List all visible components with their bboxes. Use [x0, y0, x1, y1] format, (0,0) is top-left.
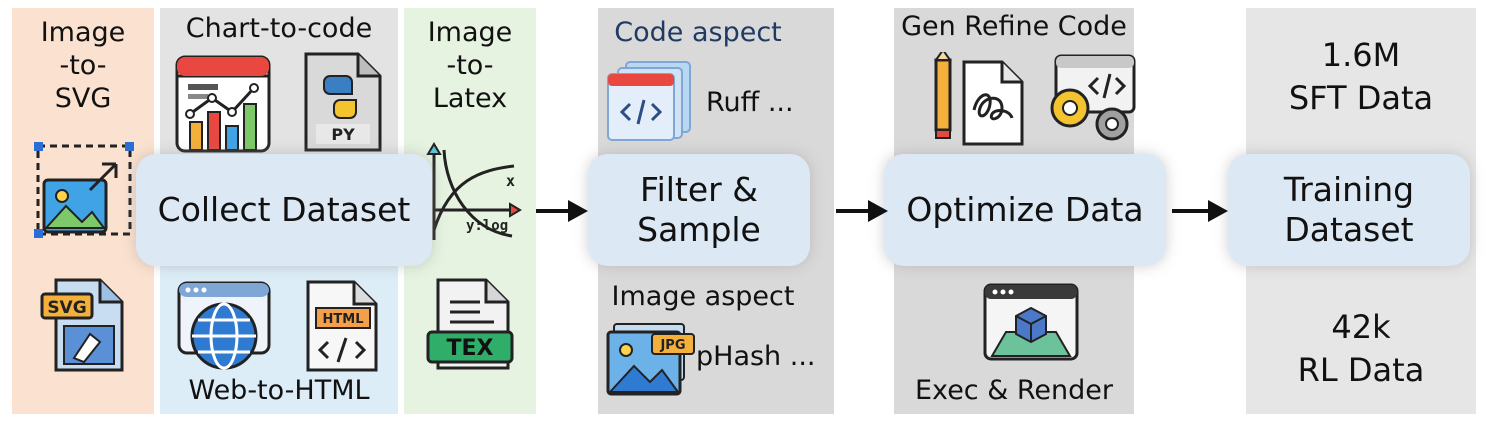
html-file-icon: HTML	[306, 280, 378, 372]
filter-sample-box: Filter & Sample	[588, 154, 810, 266]
image-to-latex-label: Image -to- Latex	[427, 17, 513, 114]
render-cube-icon	[983, 283, 1079, 361]
code-aspect-label: Code aspect	[614, 17, 782, 48]
image-aspect-label: Image aspect	[611, 281, 795, 312]
collect-dataset-box: Collect Dataset	[136, 154, 432, 266]
handwriting-document-icon	[934, 52, 1024, 146]
chart-dashboard-icon	[175, 55, 271, 153]
ruff-label: Ruff ...	[706, 87, 794, 118]
svg-file-icon: SVG	[40, 278, 124, 372]
code-gears-icon	[1050, 54, 1136, 141]
latex-curve-icon: x y:log	[426, 142, 522, 240]
tex-file-icon: TEX	[426, 278, 514, 370]
image-resize-icon	[34, 142, 134, 238]
code-window-icon	[607, 61, 691, 141]
arrow-filter-to-optimize	[836, 200, 888, 222]
arrow-collect-to-filter	[536, 200, 588, 222]
globe-browser-icon	[177, 281, 271, 370]
exec-render-label: Exec & Render	[914, 375, 1113, 406]
tex-badge-text: TEX	[447, 336, 494, 361]
x-axis-text: x	[506, 172, 515, 190]
rl-data-label: 42k RL Data	[1297, 308, 1425, 389]
gen-refine-code-label: Gen Refine Code	[901, 11, 1127, 42]
ylog-text: y:log	[466, 218, 508, 234]
html-badge-text: HTML	[323, 312, 364, 327]
image-to-svg-label: Image -to- SVG	[40, 17, 126, 114]
jpg-image-icon: JPG	[606, 323, 695, 396]
optimize-data-box: Optimize Data	[884, 154, 1166, 266]
chart-to-code-label: Chart-to-code	[185, 13, 373, 44]
web-to-html-label: Web-to-HTML	[188, 375, 370, 406]
training-dataset-box: Training Dataset	[1228, 154, 1470, 266]
python-file-icon: PY	[304, 52, 382, 152]
py-badge-text: PY	[331, 125, 355, 144]
arrow-optimize-to-training	[1172, 200, 1228, 222]
svg-badge-text: SVG	[47, 298, 86, 318]
sft-data-label: 1.6M SFT Data	[1288, 36, 1434, 117]
jpg-badge-text: JPG	[659, 338, 685, 353]
phash-label: pHash ...	[696, 341, 816, 372]
